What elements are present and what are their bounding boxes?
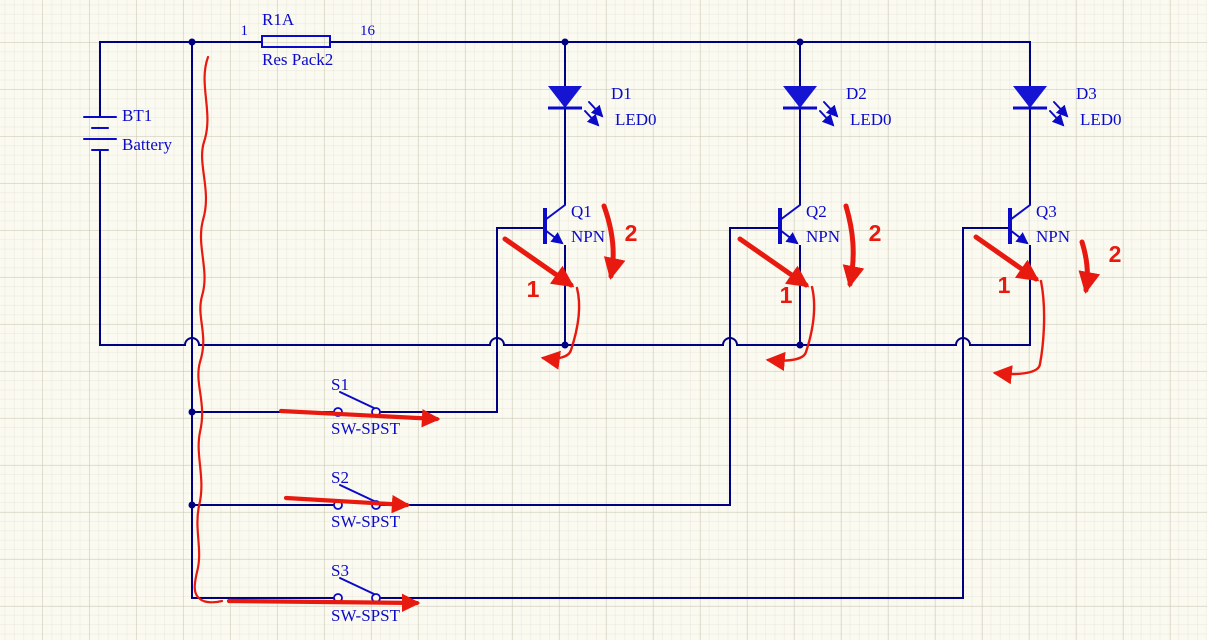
transistor-type-label: NPN <box>571 227 605 246</box>
transistor-emitter-arrow-icon <box>1009 229 1029 245</box>
led-designator-label: D2 <box>846 84 867 103</box>
transistor-emitter-arrow-icon <box>544 229 564 245</box>
led-type-label: LED0 <box>615 110 657 129</box>
wire-net <box>99 41 1031 599</box>
q2-emitter-trace-arrow <box>765 285 816 372</box>
s1-net-wire <box>191 227 544 413</box>
q3-step1-arrow <box>973 234 1040 282</box>
switch-designator-label: S1 <box>331 375 349 394</box>
red-annotations: 1 2 1 2 1 2 <box>193 55 1122 613</box>
led-emission-arrow-icon <box>584 110 600 127</box>
s3-switch-arrow <box>226 593 421 613</box>
battery-designator-label: BT1 <box>122 106 152 125</box>
feed-wire-trace-squiggle <box>193 55 224 604</box>
transistor-collector <box>779 204 801 221</box>
resistor-type-label: Res Pack2 <box>262 50 333 69</box>
switch-symbol-s1: S1 SW-SPST <box>331 375 401 438</box>
led-emission-arrow-icon <box>588 101 604 118</box>
resistor-body <box>261 35 331 48</box>
switch-type-label: SW-SPST <box>331 512 401 531</box>
battery-type-label: Battery <box>122 135 173 154</box>
s3-net-wire <box>191 227 1009 599</box>
q1-step2-arrow <box>601 203 626 280</box>
junction-dot <box>188 408 196 416</box>
led-emission-arrow-icon <box>819 110 835 127</box>
switch-lever <box>339 391 375 409</box>
led-symbol-d3: D3 LED0 <box>1013 84 1122 129</box>
q3-emitter-trace-arrow <box>992 279 1046 385</box>
led-triangle <box>783 86 817 108</box>
transistor-collector <box>544 204 566 221</box>
switch-symbol-s2: S2 SW-SPST <box>331 468 401 531</box>
transistor-designator-label: Q2 <box>806 202 827 221</box>
led-symbol-d1: D1 LED0 <box>548 84 657 129</box>
q2-step1-label: 1 <box>780 282 793 308</box>
s2-net-wire <box>191 227 779 506</box>
resistor-symbol: 1 16 R1A Res Pack2 <box>241 10 376 69</box>
junction-dot <box>561 38 569 46</box>
q3-step1-label: 1 <box>998 272 1011 298</box>
led-emission-arrow-icon <box>1053 101 1069 118</box>
transistor-type-label: NPN <box>806 227 840 246</box>
q3-step2-arrow <box>1078 239 1101 294</box>
transistor-designator-label: Q3 <box>1036 202 1057 221</box>
junction-dot <box>796 341 804 349</box>
led-symbol-d2: D2 LED0 <box>783 84 892 129</box>
junction-dot <box>796 38 804 46</box>
switch-type-label: SW-SPST <box>331 419 401 438</box>
battery-symbol: BT1 Battery <box>83 106 173 154</box>
led-designator-label: D3 <box>1076 84 1097 103</box>
junction-dot <box>188 501 196 509</box>
transistor-type-label: NPN <box>1036 227 1070 246</box>
q1-step1-label: 1 <box>527 276 540 302</box>
switch-designator-label: S3 <box>331 561 349 580</box>
transistor-symbol-q3: Q3 NPN <box>1008 202 1070 246</box>
transistor-symbol-q2: Q2 NPN <box>778 202 840 246</box>
led-designator-label: D1 <box>611 84 632 103</box>
switch-lever <box>339 577 375 595</box>
q1-step2-label: 2 <box>625 220 638 246</box>
transistor-emitter-arrow-icon <box>779 229 799 245</box>
resistor-pin-right-label: 16 <box>360 23 376 39</box>
switch-symbol-s3: S3 SW-SPST <box>331 561 401 625</box>
transistor-collector <box>1009 204 1031 221</box>
resistor-pin-left-label: 1 <box>241 23 249 39</box>
switch-type-label: SW-SPST <box>331 606 401 625</box>
q1-step1-arrow <box>502 236 575 288</box>
q2-step2-label: 2 <box>869 220 882 246</box>
q1-emitter-trace-arrow <box>540 286 581 370</box>
led-emission-arrow-icon <box>1049 110 1065 127</box>
s2-switch-arrow <box>283 494 411 514</box>
switch-designator-label: S2 <box>331 468 349 487</box>
led-type-label: LED0 <box>850 110 892 129</box>
led-triangle <box>548 86 582 108</box>
led-type-label: LED0 <box>1080 110 1122 129</box>
s1-switch-arrow <box>278 408 441 428</box>
q3-step2-label: 2 <box>1109 241 1122 267</box>
led-triangle <box>1013 86 1047 108</box>
transistor-designator-label: Q1 <box>571 202 592 221</box>
resistor-designator-label: R1A <box>262 10 295 29</box>
q2-step1-arrow <box>737 236 810 288</box>
q2-step2-arrow <box>842 203 865 288</box>
led-emission-arrow-icon <box>823 101 839 118</box>
switch-lever <box>339 484 375 502</box>
junction-dot <box>188 38 196 46</box>
bottom-rail-wire <box>99 337 1031 346</box>
junction-dot <box>561 341 569 349</box>
transistor-symbol-q1: Q1 NPN <box>543 202 605 246</box>
junction-dots <box>188 38 804 509</box>
